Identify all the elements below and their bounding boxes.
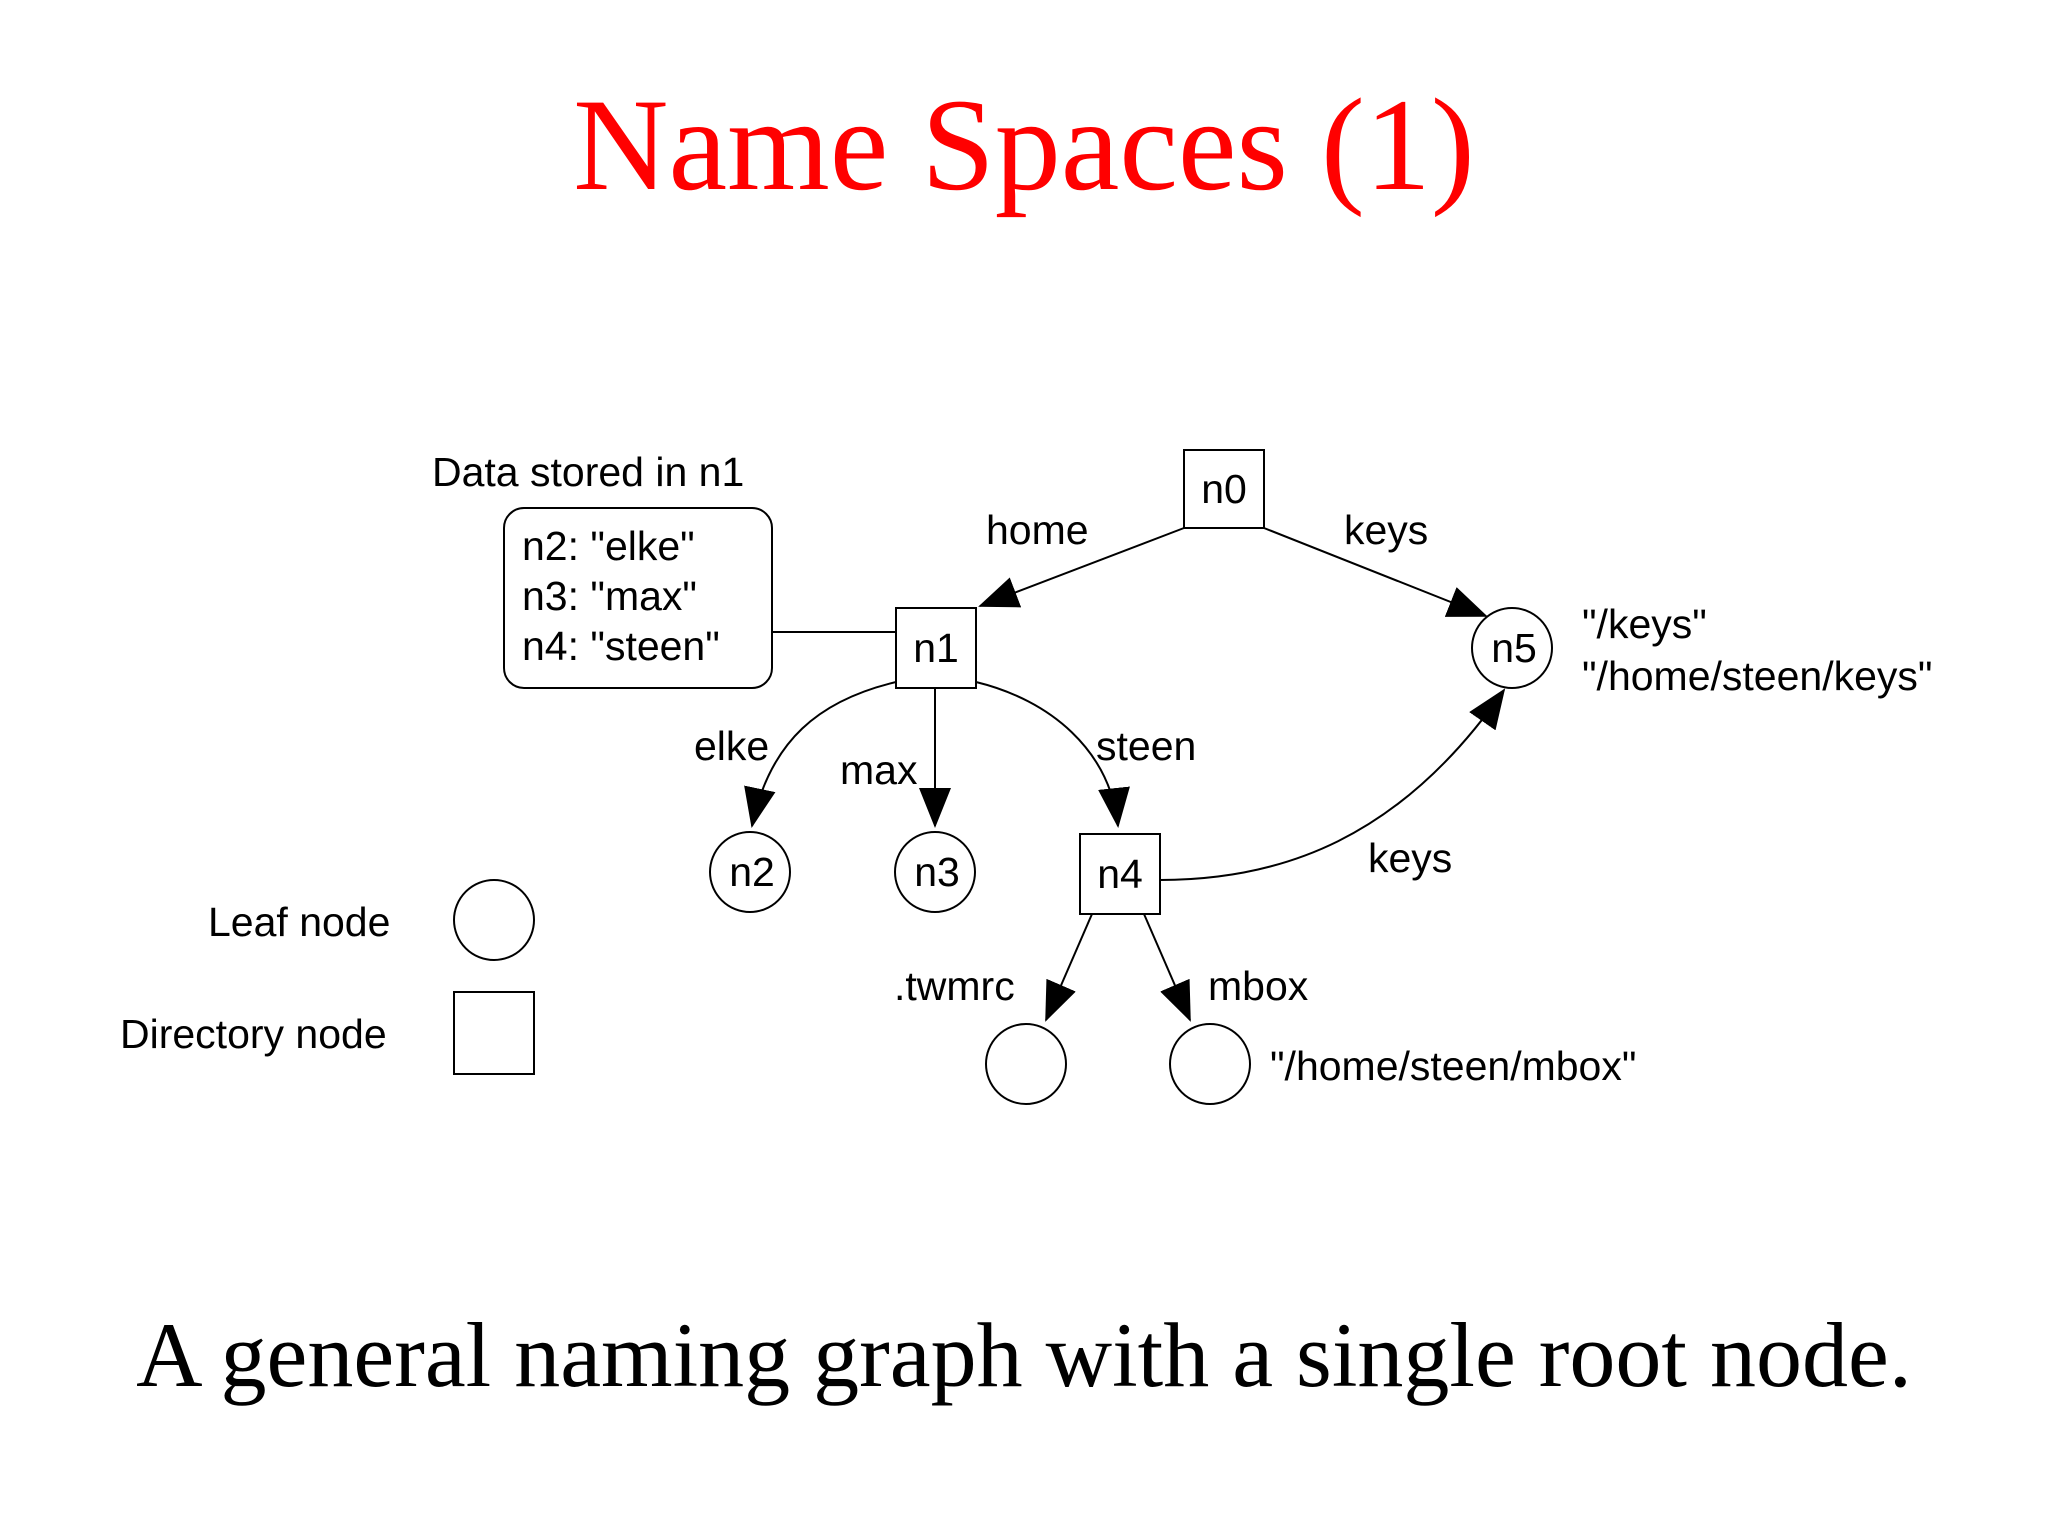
data-box-heading: Data stored in n1: [432, 449, 744, 495]
node-label: n5: [1491, 625, 1537, 671]
legend-directory-symbol: [453, 991, 535, 1075]
path-name: "/home/steen/keys": [1582, 653, 1932, 699]
edge-label-home: home: [986, 507, 1089, 553]
leaf-node-n5: [1471, 607, 1553, 689]
leaf-node-n3: [894, 831, 976, 913]
data-box-line: n4: "steen": [522, 623, 720, 669]
leaf-node-twmrc: [985, 1023, 1067, 1105]
node-label: n4: [1097, 851, 1143, 897]
node-label: n2: [729, 849, 775, 895]
edge-home: [978, 527, 1185, 608]
edge-keys-n4: [1159, 688, 1506, 881]
path-name: "/keys": [1582, 601, 1707, 647]
leaf-node-mbox: [1169, 1023, 1251, 1105]
edge-label-keys: keys: [1344, 507, 1428, 553]
edge-label-twmrc: .twmrc: [894, 963, 1015, 1009]
directory-node-n1: [895, 607, 977, 689]
edge-label-keys: keys: [1368, 835, 1452, 881]
edge-twmrc: [1045, 913, 1093, 1022]
legend-leaf-label: Leaf node: [208, 899, 390, 945]
slide-caption: A general naming graph with a single roo…: [136, 1304, 1912, 1406]
node-label: n0: [1201, 466, 1247, 512]
edge-steen: [975, 681, 1130, 828]
edge-label-max: max: [840, 747, 918, 793]
directory-node-n4: [1079, 833, 1161, 915]
data-box-line: n3: "max": [522, 573, 697, 619]
legend-directory-label: Directory node: [120, 1011, 387, 1057]
edge-label-mbox: mbox: [1208, 963, 1309, 1009]
node-label: n3: [914, 849, 960, 895]
directory-node-n0: [1183, 449, 1265, 529]
node-label: n1: [913, 625, 959, 671]
edge-elke: [744, 681, 897, 828]
leaf-node-n2: [709, 831, 791, 913]
edge-label-elke: elke: [694, 723, 769, 769]
data-box: [503, 507, 773, 689]
data-box-line: n2: "elke": [522, 523, 695, 569]
legend-leaf-symbol: [453, 879, 535, 961]
edge-keys-root: [1263, 527, 1488, 617]
edge-mbox: [1143, 913, 1191, 1022]
edge-label-steen: steen: [1096, 723, 1196, 769]
path-name-mbox: "/home/steen/mbox": [1270, 1043, 1636, 1089]
slide-title: Name Spaces (1): [573, 71, 1475, 218]
